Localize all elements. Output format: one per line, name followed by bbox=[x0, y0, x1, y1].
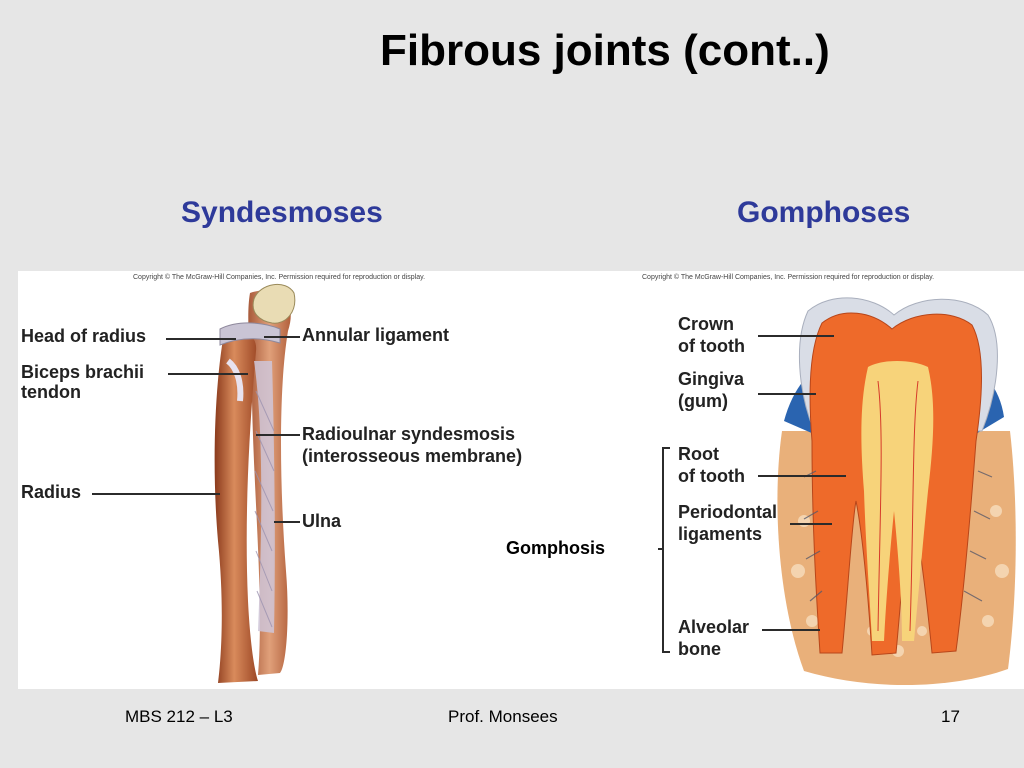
leader-biceps bbox=[168, 373, 248, 375]
gomphosis-bracket-bottom bbox=[662, 651, 670, 653]
radius-bone bbox=[214, 330, 258, 683]
label-head-of-radius: Head of radius bbox=[21, 326, 147, 346]
leader-alveolar bbox=[762, 629, 820, 631]
gomphosis-bracket-tick bbox=[658, 548, 664, 550]
gomphosis-bracket-top bbox=[662, 447, 670, 449]
label-root-line2: of tooth bbox=[678, 466, 745, 486]
syndesmoses-heading: Syndesmoses bbox=[181, 196, 383, 229]
copyright-notice-left: Copyright © The McGraw-Hill Companies, I… bbox=[133, 274, 426, 281]
copyright-notice-right: Copyright © The McGraw-Hill Companies, I… bbox=[642, 274, 935, 281]
label-ulna: Ulna bbox=[302, 511, 342, 531]
gomphoses-heading: Gomphoses bbox=[737, 196, 911, 229]
footer-author: Prof. Monsees bbox=[448, 707, 558, 726]
forearm-illustration bbox=[214, 284, 296, 683]
leader-periodontal bbox=[790, 523, 832, 525]
gomphosis-bracket-vertical bbox=[662, 447, 664, 653]
label-biceps-line2: tendon bbox=[21, 382, 81, 402]
leader-crown bbox=[758, 335, 834, 337]
label-gingiva-line1: Gingiva bbox=[678, 369, 745, 389]
label-periodontal-line2: ligaments bbox=[678, 524, 763, 544]
label-gomphosis: Gomphosis bbox=[506, 538, 606, 558]
label-annular-ligament: Annular ligament bbox=[302, 325, 450, 345]
leader-radius bbox=[92, 493, 220, 495]
leader-ulna bbox=[274, 521, 300, 523]
leader-syndesmosis bbox=[256, 434, 300, 436]
label-syndesmosis-line1: Radioulnar syndesmosis bbox=[302, 424, 516, 444]
label-crown-line1: Crown bbox=[678, 314, 734, 334]
olecranon bbox=[252, 284, 296, 324]
leader-head-of-radius bbox=[166, 338, 236, 340]
biceps-tendon-shape bbox=[226, 358, 244, 402]
interosseous-membrane-shape bbox=[254, 361, 275, 633]
leader-gingiva bbox=[758, 393, 816, 395]
label-gingiva-line2: (gum) bbox=[678, 391, 728, 411]
label-alveolar-line2: bone bbox=[678, 639, 721, 659]
footer-page-number: 17 bbox=[941, 707, 960, 726]
label-periodontal-line1: Periodontal bbox=[678, 502, 778, 522]
leader-root bbox=[758, 475, 846, 477]
slide-title: Fibrous joints (cont..) bbox=[380, 26, 830, 75]
label-syndesmosis-line2: (interosseous membrane) bbox=[302, 446, 523, 466]
label-radius: Radius bbox=[21, 482, 82, 502]
tooth-figure: Copyright © The McGraw-Hill Companies, I… bbox=[572, 271, 1024, 689]
leader-annular bbox=[264, 336, 300, 338]
footer-course: MBS 212 – L3 bbox=[125, 707, 233, 726]
label-biceps-line1: Biceps brachii bbox=[21, 362, 145, 382]
label-root-line1: Root bbox=[678, 444, 719, 464]
label-alveolar-line1: Alveolar bbox=[678, 617, 750, 637]
tooth-illustration bbox=[777, 297, 1016, 686]
forearm-figure: Copyright © The McGraw-Hill Companies, I… bbox=[18, 271, 573, 689]
label-crown-line2: of tooth bbox=[678, 336, 745, 356]
